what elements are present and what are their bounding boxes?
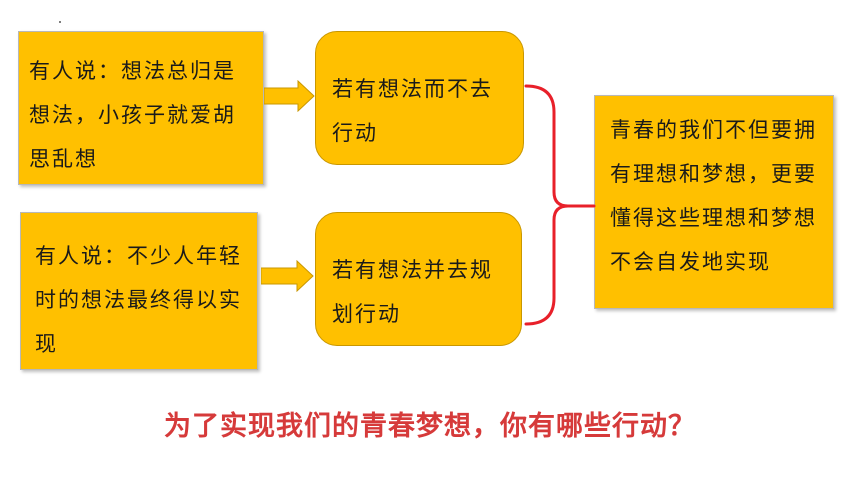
node-left-top: 有人说：想法总归是想法，小孩子就爱胡思乱想: [18, 31, 264, 185]
node-left-bottom-text: 有人说：不少人年轻时的想法最终得以实现: [35, 244, 242, 356]
node-right-text: 青春的我们不但要拥有理想和梦想，更要懂得这些理想和梦想不会自发地实现: [610, 118, 817, 274]
node-left-top-text: 有人说：想法总归是想法，小孩子就爱胡思乱想: [29, 59, 236, 171]
node-mid-bottom: 若有想法并去规划行动: [315, 212, 522, 346]
red-bracket: [524, 84, 596, 326]
node-mid-bottom-text: 若有想法并去规划行动: [332, 258, 493, 326]
node-left-bottom: 有人说：不少人年轻时的想法最终得以实现: [20, 212, 258, 370]
arrow-top: [264, 80, 315, 112]
arrow-bottom: [261, 260, 314, 292]
slide-dot: [59, 21, 61, 23]
node-mid-top-text: 若有想法而不去行动: [332, 77, 493, 145]
node-right: 青春的我们不但要拥有理想和梦想，更要懂得这些理想和梦想不会自发地实现: [594, 95, 834, 309]
node-mid-top: 若有想法而不去行动: [315, 31, 524, 165]
question-text: 为了实现我们的青春梦想，你有哪些行动？: [164, 411, 696, 442]
